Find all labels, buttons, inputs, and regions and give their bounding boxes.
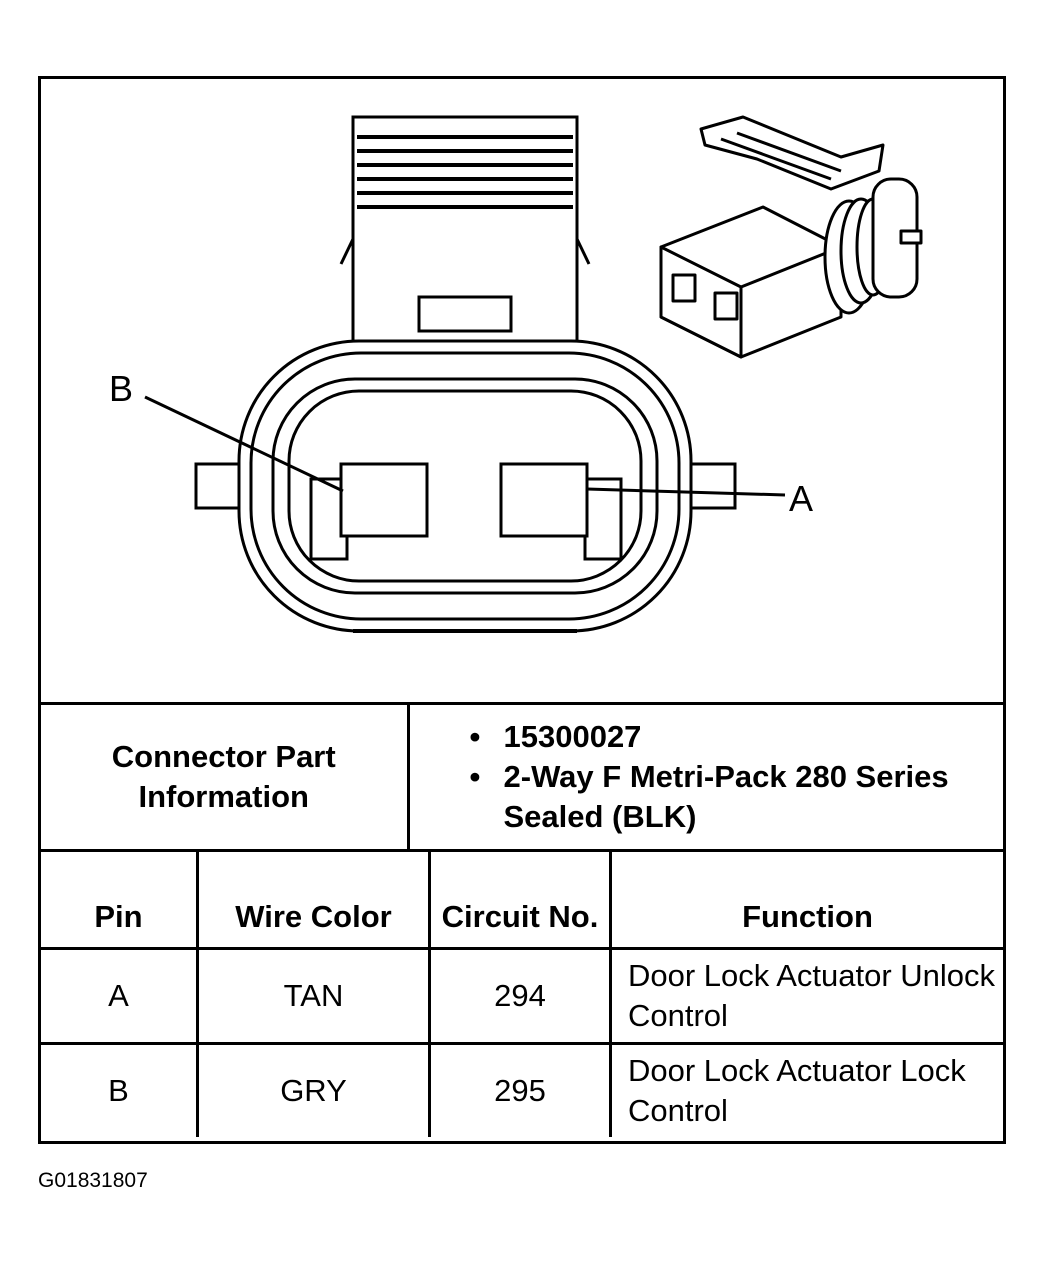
connector-ear-right	[685, 462, 737, 510]
header-pin: Pin	[41, 852, 199, 950]
pin-label-a: A	[789, 478, 813, 519]
pin-label-b: B	[109, 368, 133, 409]
connector-info-list: •15300027 •2-Way F Metri-Pack 280 Series…	[406, 702, 1003, 852]
header-circuit-no: Circuit No.	[428, 852, 612, 950]
header-function: Function	[609, 852, 1003, 950]
row-circuit-no: 295	[428, 1042, 612, 1137]
leader-line-a	[586, 487, 786, 497]
header-wire-color: Wire Color	[196, 852, 431, 950]
row-function: Door Lock Actuator Lock Control	[609, 1042, 1003, 1137]
figure-id: G01831807	[38, 1169, 148, 1192]
row-pin: B	[41, 1042, 199, 1137]
row-pin: A	[41, 947, 199, 1045]
pin-table: Pin Wire Color Circuit No. Function A TA…	[41, 852, 1003, 1137]
table-row: B GRY 295 Door Lock Actuator Lock Contro…	[41, 1042, 1003, 1137]
row-function: Door Lock Actuator Unlock Control	[609, 947, 1003, 1045]
connector-face	[237, 339, 693, 633]
pin-cavity-a	[499, 462, 589, 538]
connector-diagram: B A	[109, 115, 923, 633]
figure-frame: B A Connector Part Information •15300027	[38, 76, 1006, 1144]
table-row: A TAN 294 Door Lock Actuator Unlock Cont…	[41, 947, 1003, 1045]
connector-type: •2-Way F Metri-Pack 280 Series Sealed (B…	[469, 759, 949, 834]
connector-ear-left	[194, 462, 246, 510]
pin-table-header: Pin Wire Color Circuit No. Function	[41, 852, 1003, 950]
row-wire-color: TAN	[196, 947, 431, 1045]
connector-info-label: Connector Part Information	[41, 702, 410, 852]
connector-isometric-view	[659, 115, 923, 359]
row-wire-color: GRY	[196, 1042, 431, 1137]
connector-info-table: Connector Part Information •15300027 •2-…	[41, 702, 1003, 852]
leader-line-b	[144, 395, 344, 493]
connector-lock-tab	[339, 115, 591, 344]
row-circuit-no: 294	[428, 947, 612, 1045]
pin-cavity-b	[339, 462, 429, 538]
connector-part-number: •15300027	[469, 719, 642, 754]
